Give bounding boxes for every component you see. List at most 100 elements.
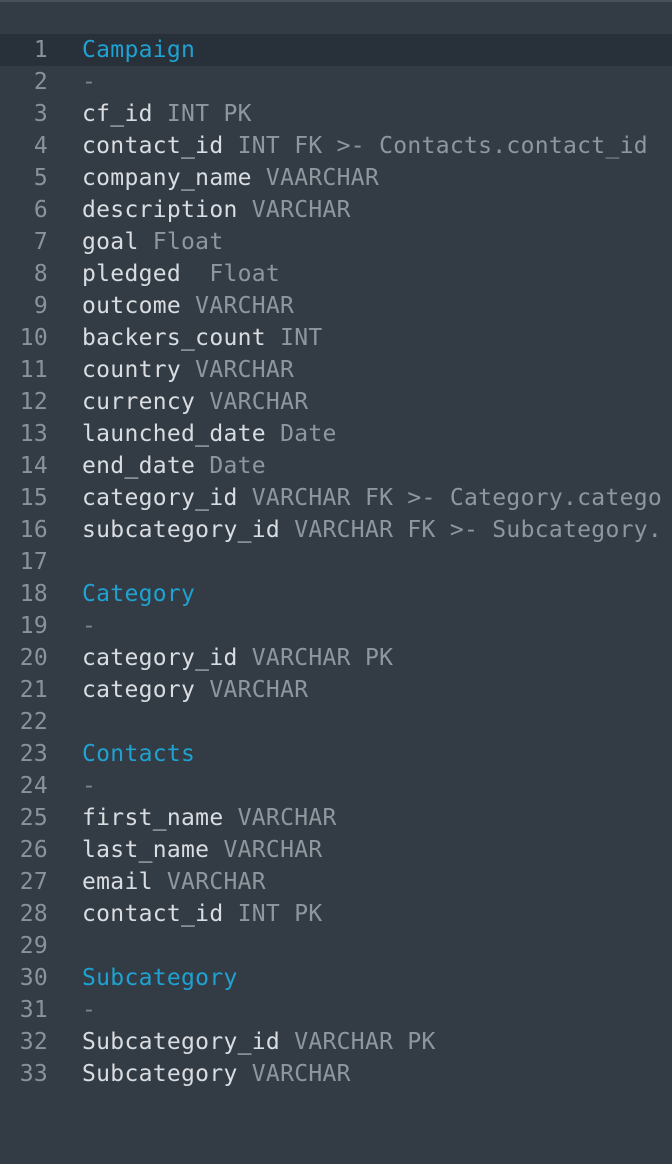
column-definition: pledged Float xyxy=(82,258,280,290)
column-name: outcome xyxy=(82,293,182,319)
column-name: Subcategory xyxy=(82,1061,238,1087)
column-type: Float xyxy=(181,261,281,287)
column-type: VARCHAR PK xyxy=(237,645,394,671)
column-type: VARCHAR xyxy=(237,1061,351,1087)
column-definition: Subcategory VARCHAR xyxy=(82,1058,351,1090)
column-name: description xyxy=(82,197,238,223)
column-definition: description VARCHAR xyxy=(82,194,351,226)
line-number: 28 xyxy=(19,901,48,927)
code-line-17[interactable]: 17 xyxy=(0,546,672,578)
code-line-8[interactable]: 8 pledged Float xyxy=(0,258,672,290)
code-line-6[interactable]: 6 description VARCHAR xyxy=(0,194,672,226)
code-line-31[interactable]: 31- xyxy=(0,994,672,1026)
column-name: category xyxy=(82,677,196,703)
column-name: contact_id xyxy=(82,133,224,159)
column-type: VARCHAR PK xyxy=(280,1029,436,1055)
line-number: 3 xyxy=(33,101,48,127)
code-line-4[interactable]: 4 contact_id INT FK >- Contacts.contact_i… xyxy=(0,130,672,162)
code-line-10[interactable]: 10 backers_count INT xyxy=(0,322,672,354)
code-line-21[interactable]: 21 category VARCHAR xyxy=(0,674,672,706)
line-number: 33 xyxy=(19,1061,48,1087)
column-definition: outcome VARCHAR xyxy=(82,290,294,322)
line-number: 30 xyxy=(19,965,48,991)
column-definition: last_name VARCHAR xyxy=(82,834,323,866)
table-separator: - xyxy=(82,613,97,639)
code-line-5[interactable]: 5 company_name VAARCHAR xyxy=(0,162,672,194)
column-type: VARCHAR xyxy=(152,869,266,895)
code-line-29[interactable]: 29 xyxy=(0,930,672,962)
table-name: Contacts xyxy=(82,741,196,767)
code-line-24[interactable]: 24- xyxy=(0,770,672,802)
line-number: 10 xyxy=(19,325,48,351)
column-definition: backers_count INT xyxy=(82,322,323,354)
line-number: 6 xyxy=(33,197,48,223)
column-definition: company_name VAARCHAR xyxy=(82,162,379,194)
column-type: INT PK xyxy=(223,901,323,927)
column-definition: contact_id INT FK >- Contacts.contact_id xyxy=(82,130,648,162)
code-line-33[interactable]: 33 Subcategory VARCHAR xyxy=(0,1058,672,1090)
column-type: Date xyxy=(265,421,337,447)
line-number: 2 xyxy=(33,69,48,95)
column-definition: category_id VARCHAR PK xyxy=(82,642,393,674)
column-type: VARCHAR xyxy=(181,357,295,383)
column-definition: currency VARCHAR xyxy=(82,386,308,418)
line-number: 26 xyxy=(19,837,48,863)
line-number: 23 xyxy=(19,741,48,767)
code-line-9[interactable]: 9 outcome VARCHAR xyxy=(0,290,672,322)
code-line-12[interactable]: 12 currency VARCHAR xyxy=(0,386,672,418)
column-definition: country VARCHAR xyxy=(82,354,294,386)
line-number: 29 xyxy=(19,933,48,959)
line-number: 15 xyxy=(19,485,48,511)
column-type: INT xyxy=(265,325,323,351)
code-line-23[interactable]: 23 Contacts xyxy=(0,738,672,770)
column-definition: first_name VARCHAR xyxy=(82,802,337,834)
column-name: category_id xyxy=(82,645,238,671)
column-definition: category VARCHAR xyxy=(82,674,308,706)
line-number: 8 xyxy=(33,261,48,287)
code-line-11[interactable]: 11 country VARCHAR xyxy=(0,354,672,386)
line-number: 31 xyxy=(19,997,48,1023)
code-line-26[interactable]: 26 last_name VARCHAR xyxy=(0,834,672,866)
line-number: 21 xyxy=(19,677,48,703)
column-type: VARCHAR xyxy=(181,293,295,319)
line-number: 4 xyxy=(33,133,48,159)
column-definition: email VARCHAR xyxy=(82,866,266,898)
column-definition: Subcategory_id VARCHAR PK xyxy=(82,1026,436,1058)
line-number: 27 xyxy=(19,869,48,895)
code-line-22[interactable]: 22 xyxy=(0,706,672,738)
line-number: 5 xyxy=(33,165,48,191)
code-line-27[interactable]: 27 email VARCHAR xyxy=(0,866,672,898)
column-name: first_name xyxy=(82,805,224,831)
column-type: VARCHAR FK >- Subcategory. xyxy=(280,517,663,543)
code-line-2[interactable]: 2- xyxy=(0,66,672,98)
line-number: 22 xyxy=(19,709,48,735)
column-name: Subcategory_id xyxy=(82,1029,281,1055)
editor-top-border xyxy=(0,0,672,2)
column-type: VARCHAR xyxy=(209,837,323,863)
column-name: pledged xyxy=(82,261,182,287)
line-number: 13 xyxy=(19,421,48,447)
column-type: VAARCHAR xyxy=(251,165,380,191)
column-name: last_name xyxy=(82,837,210,863)
code-line-19[interactable]: 19- xyxy=(0,610,672,642)
line-number: 9 xyxy=(33,293,48,319)
line-number: 18 xyxy=(19,581,48,607)
column-name: category_id xyxy=(82,485,238,511)
line-number: 12 xyxy=(19,389,48,415)
line-number: 11 xyxy=(19,357,48,383)
